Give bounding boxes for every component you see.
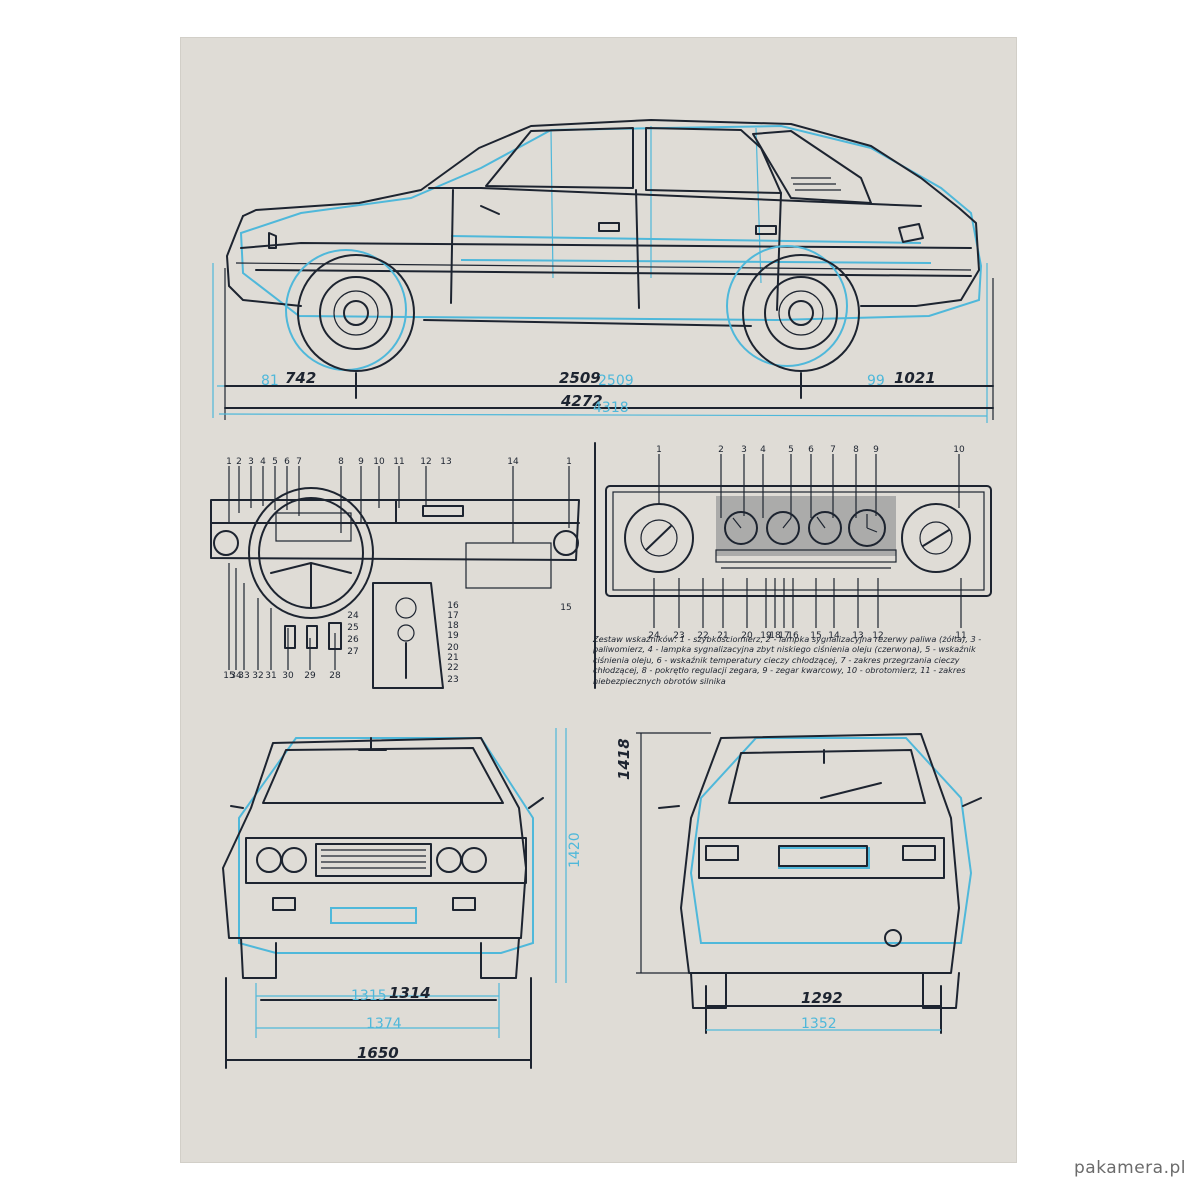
total-length-dim: 4272 <box>560 392 603 410</box>
front-wheel <box>285 249 415 372</box>
watermark: pakamera.pl <box>1073 1158 1186 1178</box>
wheelbase-dim: 2509 <box>559 369 601 387</box>
dashboard-callout-number: 24 <box>347 611 359 621</box>
dashboard-callout-number: 9 <box>358 457 364 467</box>
dashboard-callout-number: 1 <box>566 457 572 467</box>
cluster-callout-number: 18 <box>769 631 781 641</box>
dashboard-callout-number: 25 <box>347 623 358 633</box>
dashboard-callout-number: 3 <box>248 457 254 467</box>
cluster-callout-number: 16 <box>787 631 799 641</box>
cluster-caption: Zestaw wskaźników: 1 - szybkościomierz, … <box>593 634 982 686</box>
cluster-callout-number: 5 <box>788 445 794 455</box>
total-length-alt-dim: 4318 <box>593 400 629 416</box>
dashboard-callout-number: 27 <box>347 647 358 657</box>
dashboard-callout-number: 1 <box>226 457 232 467</box>
front-track-dim: 1314 <box>389 984 431 1002</box>
wheelbase-alt-dim: 2509 <box>598 373 634 389</box>
dashboard-callout-number: 18 <box>447 621 459 631</box>
cluster-callout-number: 14 <box>828 631 840 641</box>
front-overhang-dim: 742 <box>285 369 316 387</box>
cluster-callout-number: 11 <box>955 631 966 641</box>
dashboard-callout-number: 32 <box>252 671 263 681</box>
cluster-callout-number: 13 <box>852 631 863 641</box>
cluster-callout-number: 19 <box>760 631 772 641</box>
dashboard-callout-number: 12 <box>420 457 431 467</box>
cluster-callout-number: 17 <box>778 631 789 641</box>
rear-alt-dim: 99 <box>867 373 885 389</box>
cluster-callout-number: 2 <box>718 445 724 455</box>
dashboard-callout-number: 15 <box>560 603 571 613</box>
dashboard-callout-number: 6 <box>284 457 290 467</box>
rear-wheel <box>726 245 860 372</box>
cluster-callout-number: 20 <box>741 631 753 641</box>
rear-inner-width-dim: 1352 <box>801 1016 837 1032</box>
dashboard-callout-number: 17 <box>447 611 458 621</box>
cluster-callout-number: 9 <box>873 445 879 455</box>
dashboard-callout-number: 20 <box>447 643 459 653</box>
dashboard-callout-number: 34 <box>230 671 242 681</box>
dashboard-callout-number: 4 <box>260 457 266 467</box>
dashboard-callout-number: 11 <box>393 457 404 467</box>
side-view: 81 742 2509 2509 99 1021 4272 4318 <box>212 119 994 423</box>
front-track-alt-dim: 1315 <box>351 988 387 1004</box>
dashboard-callout-number: 30 <box>282 671 294 681</box>
dashboard-callout-number: 21 <box>447 653 458 663</box>
dashboard-callout-number: 2 <box>236 457 242 467</box>
cluster-top-labels: 1 2 3 4 5 6 7 8 9 10 <box>656 445 965 455</box>
dashboard-callout-number: 5 <box>272 457 278 467</box>
rear-view: 1418 1292 1352 <box>615 732 982 1034</box>
dashboard-callout-number: 31 <box>265 671 276 681</box>
cluster-callout-number: 1 <box>656 445 662 455</box>
dashboard-callout-number: 19 <box>447 631 459 641</box>
svg-text:81: 81 <box>261 373 279 389</box>
dashboard-callout-number: 23 <box>447 675 458 685</box>
cluster-callout-number: 8 <box>853 445 859 455</box>
cluster-callout-number: 6 <box>808 445 814 455</box>
front-width-dim: 1650 <box>357 1044 399 1062</box>
dashboard-callout-number: 26 <box>347 635 359 645</box>
rear-track-dim: 1292 <box>801 989 843 1007</box>
cluster-callout-number: 3 <box>741 445 747 455</box>
dashboard-callout-number: 7 <box>296 457 302 467</box>
dashboard-callout-number: 10 <box>373 457 385 467</box>
front-view: 1420 1315 1314 1374 1650 <box>222 728 583 1069</box>
cluster-callout-number: 22 <box>697 631 708 641</box>
dashboard-callout-number: 13 <box>440 457 451 467</box>
dashboard-callout-number: 14 <box>507 457 519 467</box>
rear-height-dim: 1418 <box>615 738 633 780</box>
dashboard-callout-number: 33 <box>238 671 249 681</box>
cluster-callout-number: 12 <box>872 631 883 641</box>
dashboard-callout-number: 8 <box>338 457 344 467</box>
cluster-callout-number: 21 <box>717 631 728 641</box>
dashboard-callout-number: 22 <box>447 663 458 673</box>
cluster-callout-number: 4 <box>760 445 766 455</box>
dashboard-callout-number: 16 <box>447 601 459 611</box>
rear-overhang-dim: 1021 <box>894 369 936 387</box>
front-inner-width-dim: 1374 <box>366 1016 402 1032</box>
dashboard-callout-number: 28 <box>329 671 341 681</box>
cluster-callout-number: 23 <box>673 631 684 641</box>
cluster-callout-number: 24 <box>648 631 660 641</box>
cluster-callout-number: 10 <box>953 445 965 455</box>
dashboard-callout-number: 15 <box>223 671 234 681</box>
cluster-callout-number: 7 <box>830 445 836 455</box>
cluster-callout-number: 15 <box>810 631 821 641</box>
front-height-dim: 1420 <box>567 832 583 868</box>
dashboard-callout-number: 29 <box>304 671 316 681</box>
